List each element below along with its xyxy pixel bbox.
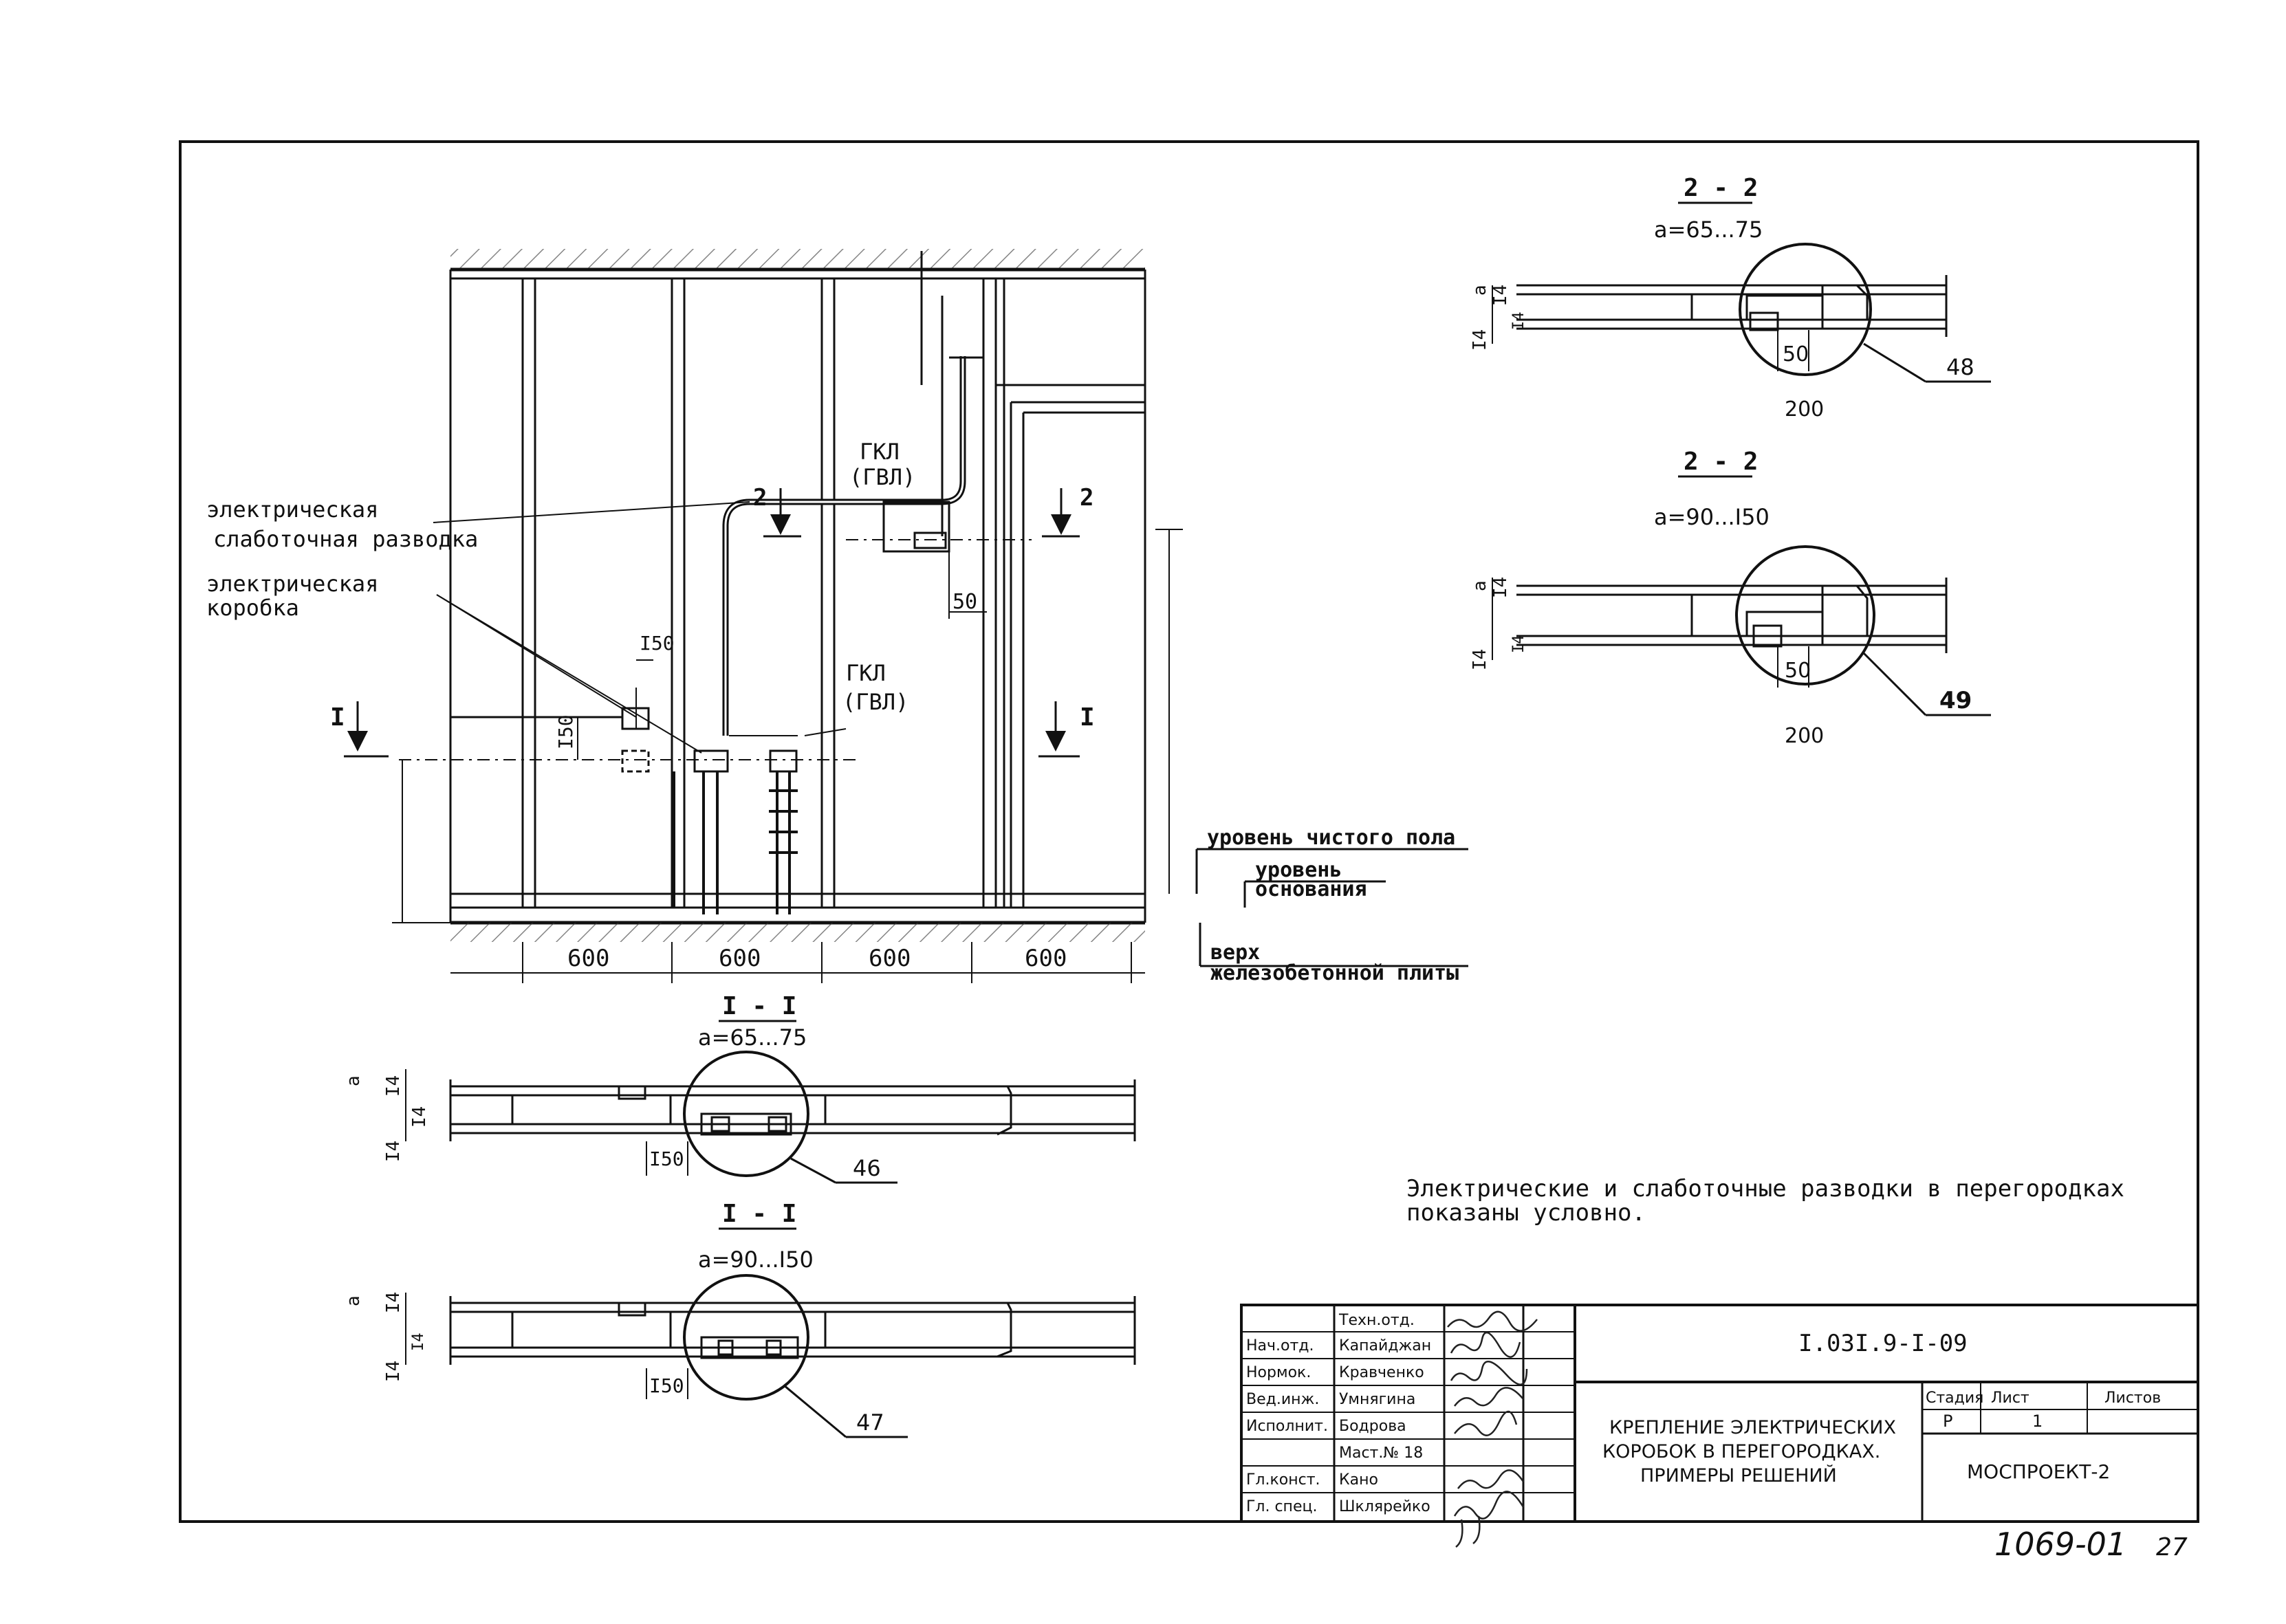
note-line-2: показаны условно. xyxy=(1406,1199,1646,1227)
section-2-right: 2 xyxy=(1080,484,1093,512)
label-box-2: коробка xyxy=(206,595,299,621)
name-1: Капайджан xyxy=(1339,1337,1431,1354)
sheet-value: 1 xyxy=(2032,1412,2043,1431)
dim-150-lower: I50 xyxy=(554,714,577,749)
drawing-title-1: КРЕПЛЕНИЕ ЭЛЕКТРИЧЕСКИХ xyxy=(1609,1417,1896,1438)
label-cable-1: электрическая xyxy=(206,496,378,523)
gkl-upper-1: ГКЛ xyxy=(860,439,900,465)
level-base-2: основания xyxy=(1255,877,1367,901)
span-dimensions: 600 600 600 600 xyxy=(450,942,1145,983)
level-callouts: уровень чистого пола уровень основания в… xyxy=(1195,826,1468,985)
level-base-1: уровень xyxy=(1255,858,1342,882)
label-cable-2: слаботочная разводка xyxy=(213,526,478,552)
callout-number: 49 xyxy=(1939,687,1972,714)
name-4: Бодрова xyxy=(1339,1418,1406,1435)
span-4: 600 xyxy=(1025,945,1067,972)
dim-a: a xyxy=(343,1295,364,1306)
span-1: 600 xyxy=(567,945,609,972)
dim-i4-3: I4 xyxy=(1510,635,1527,654)
dim-150-upper: I50 xyxy=(640,632,675,655)
drawing-title-3: ПРИМЕРЫ РЕШЕНИЙ xyxy=(1640,1464,1837,1486)
footer-page: 27 xyxy=(2156,1533,2188,1561)
role-3: Вед.инж. xyxy=(1246,1391,1319,1408)
dim-200: 200 xyxy=(1785,724,1824,748)
name-3: Умнягина xyxy=(1339,1391,1415,1408)
callout-number: 48 xyxy=(1946,354,1974,380)
note-line-1: Электрические и слаботочные разводки в п… xyxy=(1406,1175,2124,1203)
level-clean-floor: уровень чистого пола xyxy=(1207,826,1455,850)
section-2-2-b: 2 - 2 a=90...I50 49 50 200 a I4 I4 I4 xyxy=(1470,448,1991,748)
dim-i4-3: I4 xyxy=(409,1106,430,1128)
section-title: 2 - 2 xyxy=(1684,174,1758,202)
dim-i4-2: I4 xyxy=(383,1361,404,1382)
name-7: Шклярейко xyxy=(1339,1498,1430,1515)
level-slab-2: железобетонной плиты xyxy=(1210,961,1459,985)
span-2: 600 xyxy=(719,945,761,972)
dim-i4-2: I4 xyxy=(1470,649,1490,670)
section-1-left: I xyxy=(330,703,345,732)
main-elevation: 50 I50 I50 2 2 I I xyxy=(206,249,1468,985)
role-6: Гл.конст. xyxy=(1246,1471,1320,1489)
label-box-1: электрическая xyxy=(206,571,378,597)
sheet-header: Лист xyxy=(1991,1390,2029,1407)
stage-header: Стадия xyxy=(1926,1390,1983,1407)
dim-i4-1: I4 xyxy=(1490,577,1511,598)
gkl-lower-2: (ГВЛ) xyxy=(842,689,908,715)
section-param: a=90...I50 xyxy=(698,1247,814,1273)
dim-50-main: 50 xyxy=(952,590,977,614)
section-title: I - I xyxy=(722,992,796,1020)
section-1-1-b: I - I a=90...I50 47 I50 a I4 I4 I4 xyxy=(343,1200,1136,1438)
drawing-title-2: КОРОБОК В ПЕРЕГОРОДКАХ. xyxy=(1602,1441,1880,1462)
dim-i4-1: I4 xyxy=(383,1292,404,1313)
organization: МОСПРОЕКТ-2 xyxy=(1967,1460,2110,1483)
section-2-left: 2 xyxy=(753,484,767,512)
callout-number: 46 xyxy=(853,1155,881,1181)
drawing-code: I.03I.9-I-09 xyxy=(1798,1330,1968,1357)
footer-number: 1069-01 xyxy=(1994,1526,2126,1563)
dim-200: 200 xyxy=(1785,397,1824,421)
title-block-text: Нач.отд. Нормок. Вед.инж. Исполнит. Гл.к… xyxy=(1246,1312,2161,1515)
dim-i4-2: I4 xyxy=(383,1141,404,1162)
gkl-upper-2: (ГВЛ) xyxy=(849,464,915,490)
callout-number: 47 xyxy=(856,1409,884,1436)
role-1: Нач.отд. xyxy=(1246,1337,1314,1354)
section-title: I - I xyxy=(722,1200,796,1228)
role-7: Гл. спец. xyxy=(1246,1498,1317,1515)
role-0: Техн.отд. xyxy=(1338,1312,1415,1329)
signature-scribbles xyxy=(1447,1310,1538,1548)
name-2: Кравченко xyxy=(1339,1364,1424,1381)
stage-value: Р xyxy=(1943,1412,1952,1431)
upper-electrical-box xyxy=(882,501,950,553)
dim-150: I50 xyxy=(649,1148,684,1170)
section-title: 2 - 2 xyxy=(1684,448,1758,476)
dim-i4-3: I4 xyxy=(410,1333,427,1352)
section-1-1-a: I - I a=65...75 46 I50 a I4 I4 I4 xyxy=(343,992,1136,1184)
dim-i4-1: I4 xyxy=(383,1075,404,1097)
level-slab-1: верх xyxy=(1210,941,1260,965)
name-6: Кано xyxy=(1339,1471,1378,1489)
section-param: a=65...75 xyxy=(698,1024,807,1051)
dim-a: a xyxy=(1470,285,1490,296)
name-5: Маст.№ 18 xyxy=(1339,1445,1423,1462)
title-block xyxy=(1240,1304,2199,1523)
dim-a: a xyxy=(343,1075,364,1086)
sheet-frame xyxy=(179,140,2199,1523)
gkl-lower-1: ГКЛ xyxy=(846,660,886,686)
dim-i4-1: I4 xyxy=(1490,285,1511,306)
dim-i4-2: I4 xyxy=(1470,329,1490,351)
role-4: Исполнит. xyxy=(1246,1418,1328,1435)
section-2-2-a: 2 - 2 a=65...75 48 50 200 a I4 I4 I4 xyxy=(1470,174,1991,421)
dim-50: 50 xyxy=(1785,659,1811,683)
dim-i4-3: I4 xyxy=(1510,312,1527,331)
dim-50: 50 xyxy=(1783,342,1809,366)
role-2: Нормок. xyxy=(1246,1364,1311,1381)
section-1-right: I xyxy=(1080,703,1095,732)
section-param: a=90...I50 xyxy=(1654,504,1770,530)
span-3: 600 xyxy=(869,945,911,972)
dim-150: I50 xyxy=(649,1374,684,1397)
section-param: a=65...75 xyxy=(1654,217,1763,243)
dim-a: a xyxy=(1470,580,1490,591)
sheets-header: Листов xyxy=(2104,1390,2161,1407)
